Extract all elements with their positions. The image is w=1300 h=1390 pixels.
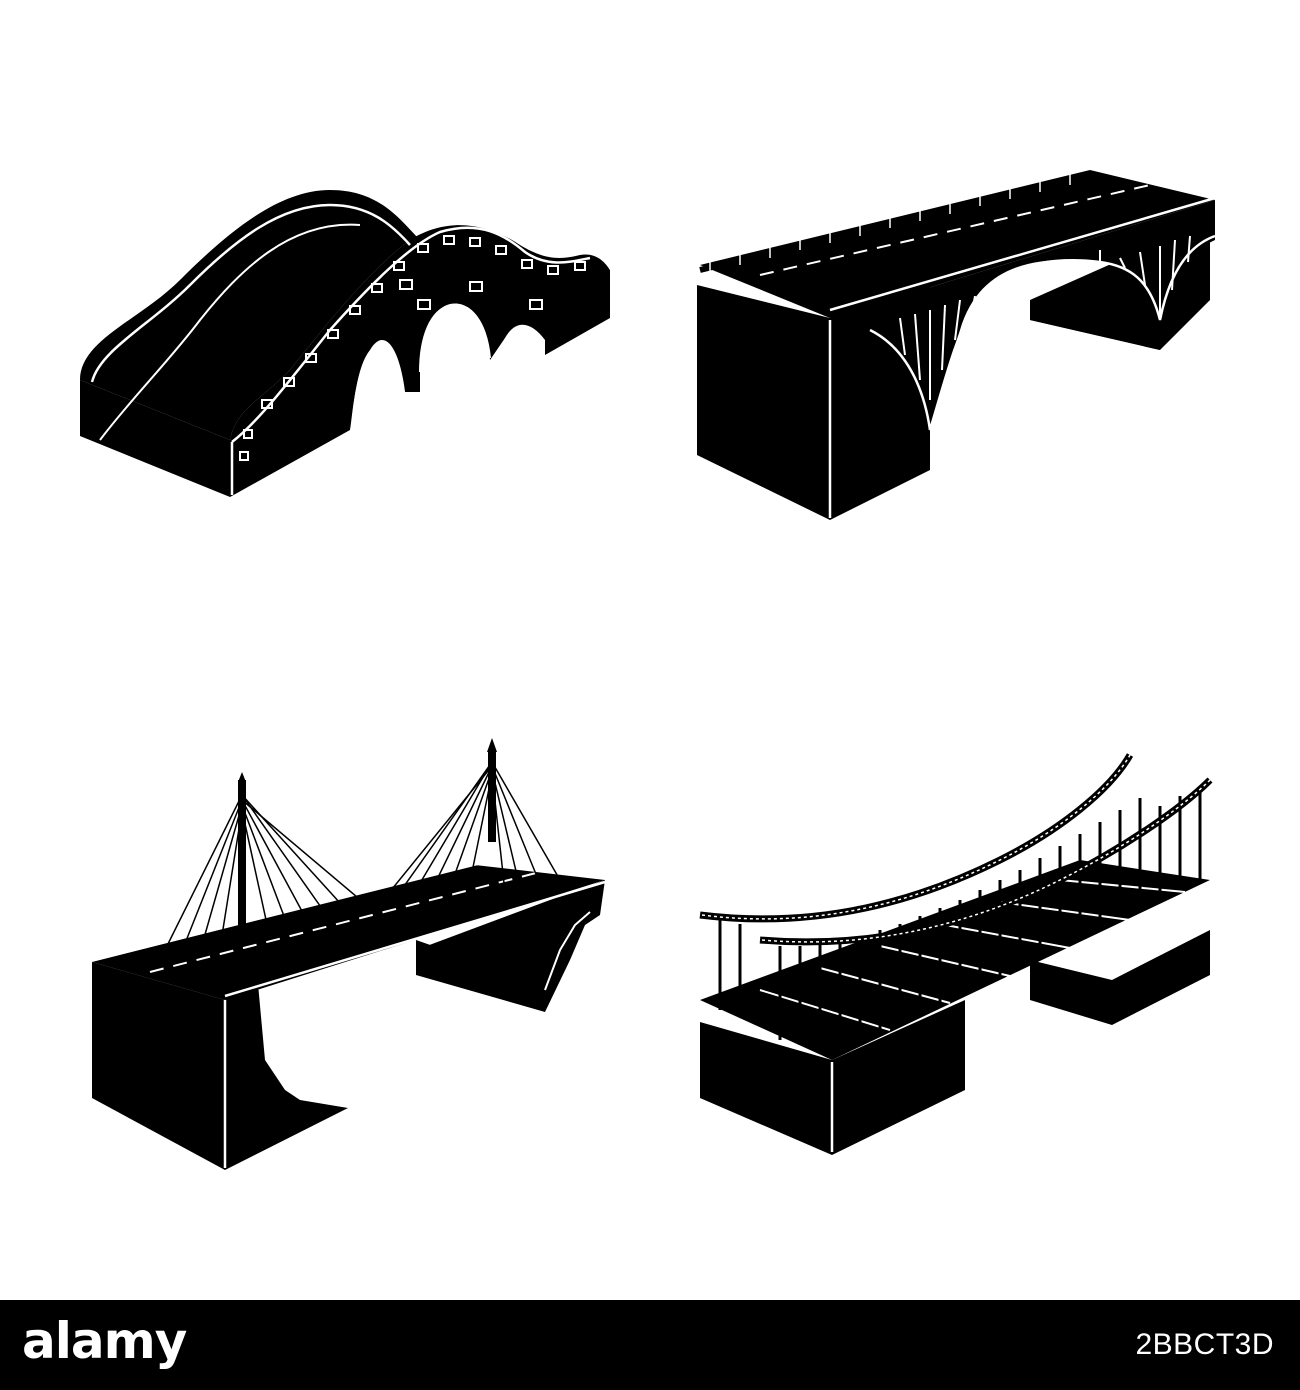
alamy-logo: alamy — [22, 1312, 187, 1370]
image-id-label: 2BBCT3D — [1135, 1328, 1274, 1361]
rope-suspension-bridge-icon — [699, 753, 1213, 1155]
watermark-footer: alamy 2BBCT3D — [0, 1300, 1300, 1390]
bridge-icons-artboard — [80, 166, 1216, 1170]
stone-arch-bridge-icon — [80, 190, 610, 497]
cable-stayed-bridge-icon — [92, 738, 606, 1170]
steel-arch-bridge-icon — [697, 166, 1216, 520]
